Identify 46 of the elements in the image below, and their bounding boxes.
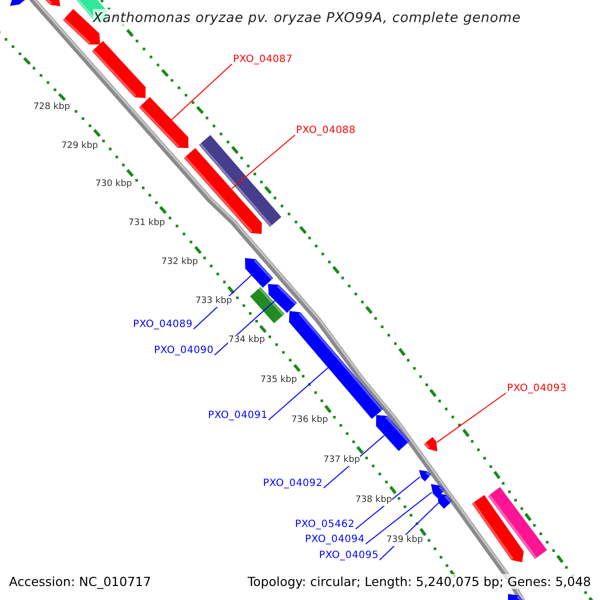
gene-label: PXO_04091 xyxy=(208,410,268,422)
leader-line xyxy=(355,476,420,530)
scale-label: 734 kbp xyxy=(228,335,265,346)
gene-feature xyxy=(437,493,452,509)
gene-feature xyxy=(424,436,437,451)
gene-feature xyxy=(245,258,274,288)
gene-feature xyxy=(138,96,188,148)
scale-label: 732 kbp xyxy=(161,257,198,268)
gene-label: PXO_04089 xyxy=(133,319,193,331)
diagram-title: Xanthomonas oryzae pv. oryzae PXO99A, complete genome xyxy=(93,9,521,27)
gene-feature xyxy=(92,40,146,98)
gene-label: PXO_04094 xyxy=(305,534,365,546)
leader-line xyxy=(214,300,276,356)
gene-label: PXO_04093 xyxy=(507,383,567,395)
scale-label: 728 kbp xyxy=(33,102,70,113)
gene-label: PXO_04088 xyxy=(296,125,356,137)
gene-feature xyxy=(250,287,284,324)
gene-label: PXO_05462 xyxy=(295,519,355,531)
gene-label: PXO_04087 xyxy=(233,54,293,66)
genome-info-text: Topology: circular; Length: 5,240,075 bp; Genes: 5,048 xyxy=(248,574,591,589)
gene-feature xyxy=(419,470,431,482)
scale-label: 739 kbp xyxy=(386,535,423,546)
gene-feature xyxy=(488,486,547,558)
leader-line xyxy=(436,392,506,443)
scale-label: 736 kbp xyxy=(291,415,328,426)
gene-feature xyxy=(472,494,524,562)
gene-feature xyxy=(199,135,282,227)
gene-feature xyxy=(184,148,262,234)
scale-label: 729 kbp xyxy=(61,141,98,152)
gene-feature xyxy=(431,484,445,498)
gene-label: PXO_04095 xyxy=(319,550,379,562)
leader-line xyxy=(268,366,329,420)
gene-label: PXO_04090 xyxy=(154,345,214,357)
gene-feature xyxy=(376,415,410,452)
leader-line xyxy=(171,64,232,120)
scale-label: 735 kbp xyxy=(260,375,297,386)
scale-label: 738 kbp xyxy=(355,495,392,506)
scale-label: 730 kbp xyxy=(95,179,132,190)
scale-label: 733 kbp xyxy=(195,296,232,307)
scale-label: 731 kbp xyxy=(128,218,165,229)
leader-line xyxy=(231,134,296,190)
leader-line xyxy=(365,492,432,544)
accession-text: Accession: NC_010717 xyxy=(9,574,152,589)
gene-feature xyxy=(268,284,297,313)
scale-label: 737 kbp xyxy=(323,455,360,466)
gene-label: PXO_04092 xyxy=(263,478,323,490)
